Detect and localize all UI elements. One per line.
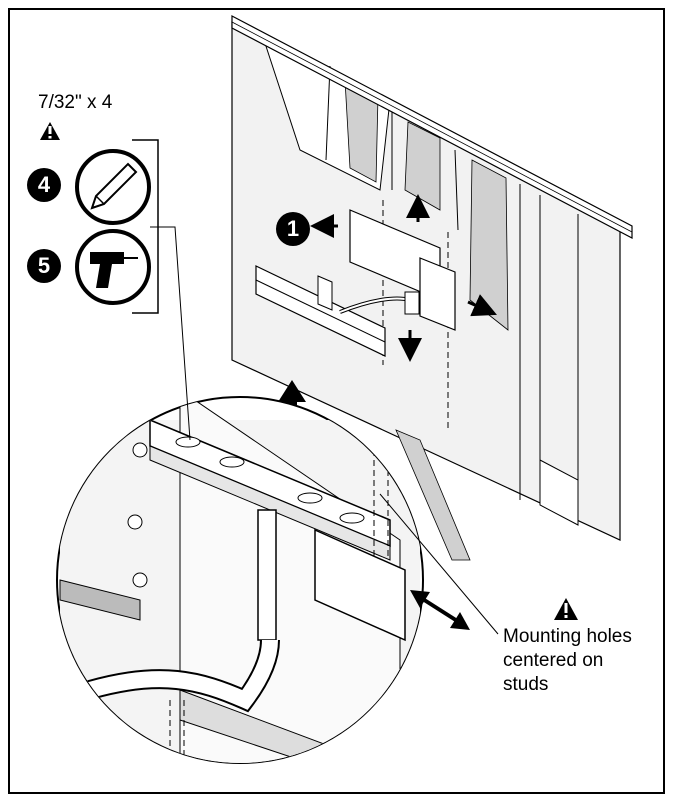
adjustment-arrows	[310, 194, 497, 362]
pencil-icon	[75, 149, 151, 225]
warning-icon	[554, 598, 578, 620]
step-bracket	[132, 139, 159, 314]
warning-icon	[40, 122, 60, 140]
callout-number-1: 1	[276, 212, 310, 246]
warning-note-line: centered on	[503, 650, 604, 671]
detail-view	[56, 396, 471, 764]
drill-icon	[75, 229, 151, 305]
warning-leader	[379, 493, 499, 635]
warning-note: Mounting holes centered on studs	[503, 625, 663, 697]
step-number-4: 4	[27, 168, 61, 202]
hardware-quantity-label: 7/32" x 4	[38, 92, 113, 113]
step-number-5: 5	[27, 249, 61, 283]
wall-mount-assembly	[255, 209, 456, 357]
depth-double-arrow	[410, 590, 470, 630]
warning-note-line: Mounting holes	[503, 626, 632, 647]
warning-note-line: studs	[503, 674, 549, 695]
